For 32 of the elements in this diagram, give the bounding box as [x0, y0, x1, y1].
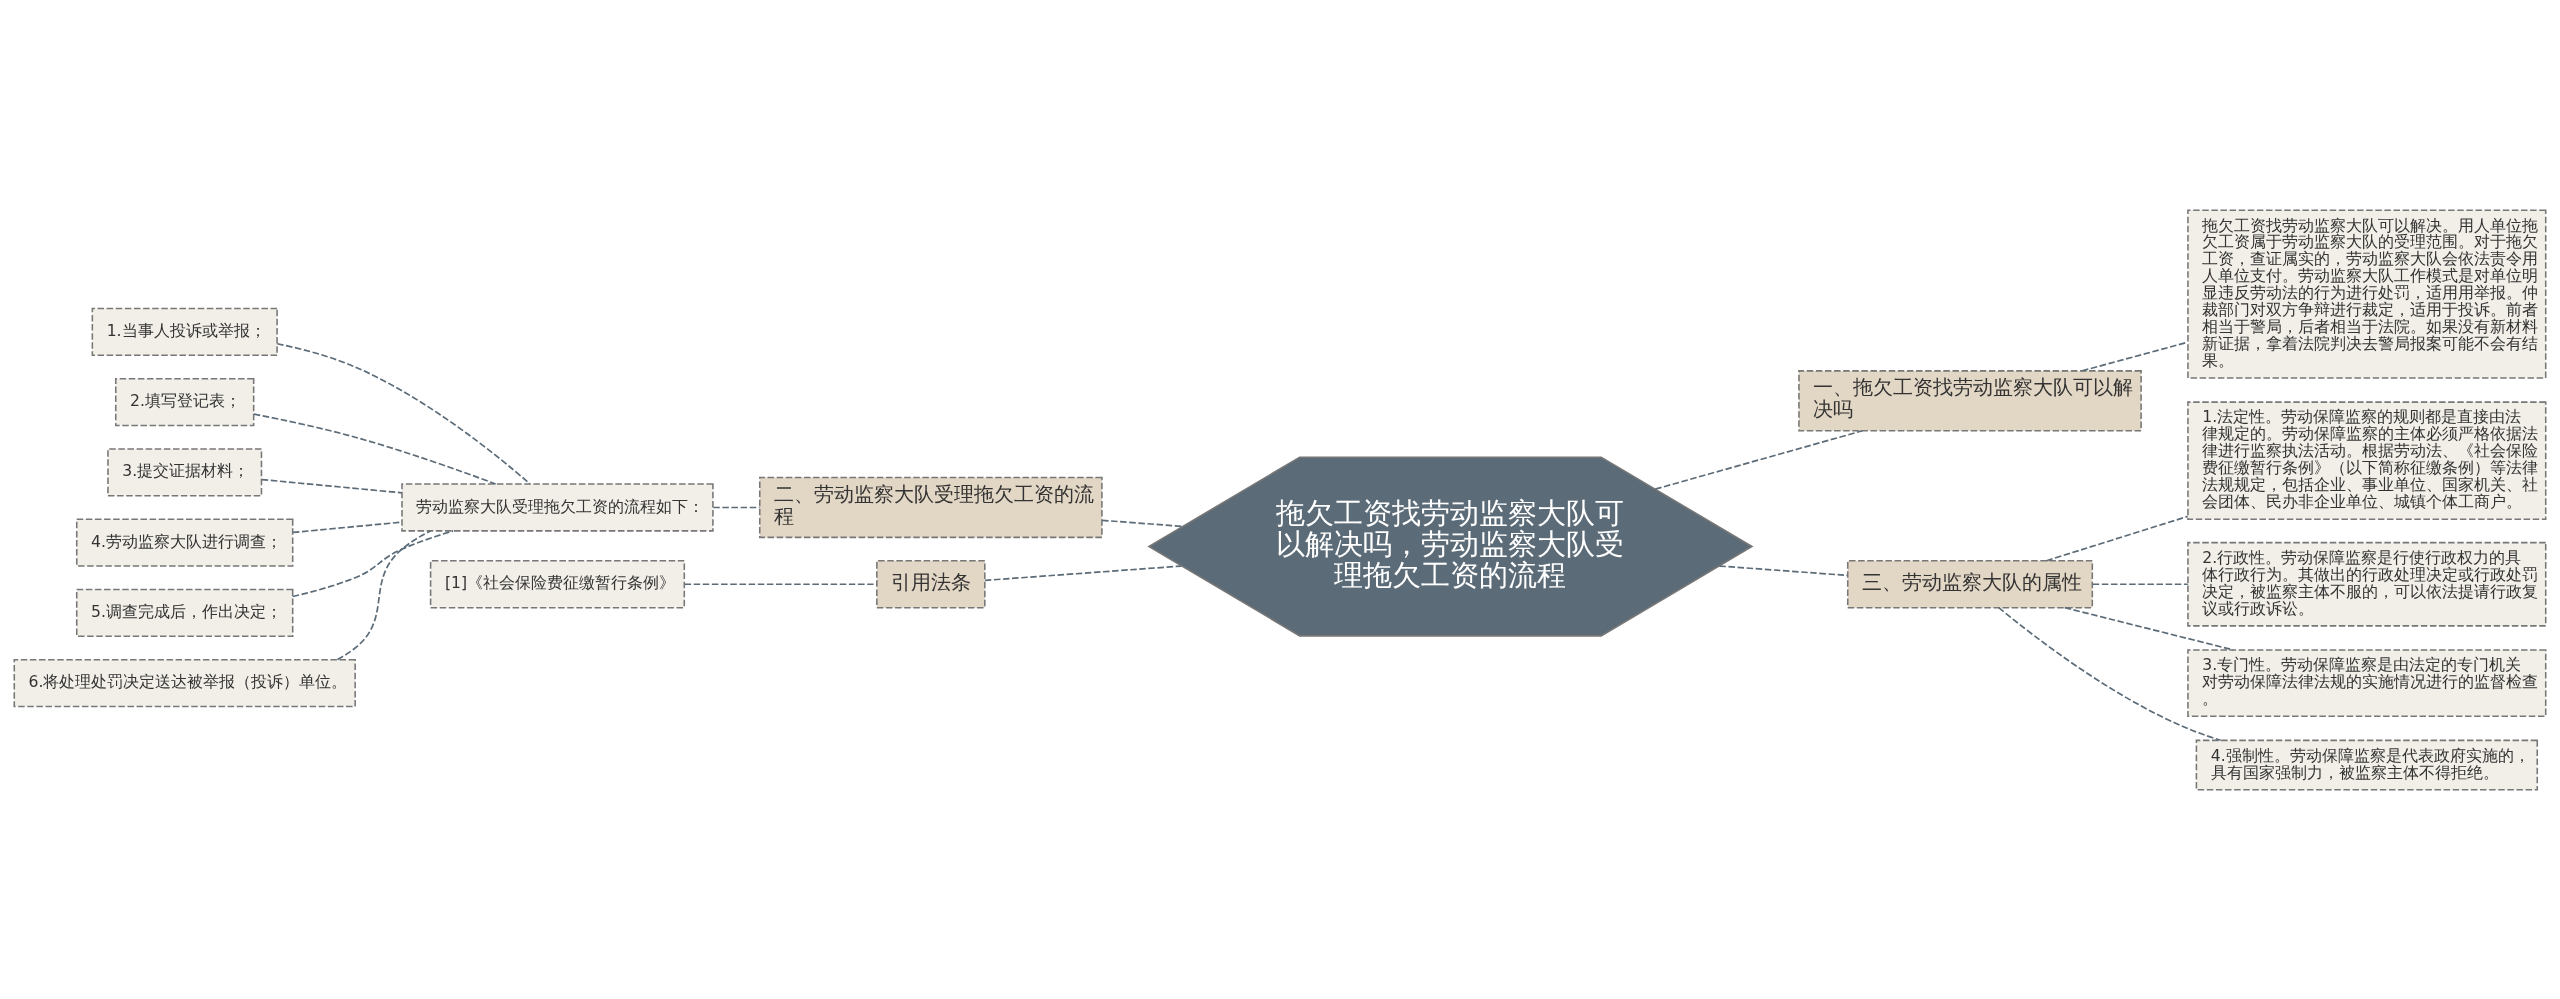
connector	[1654, 429, 1864, 490]
node-box: 三、劳动监察大队的属性	[1846, 559, 2094, 608]
node-box: 拖欠工资找劳动监察大队可以解决。用人单位拖欠工资属于劳动监察大队的受理范围。对于拖欠工资，查证属实的，劳动监察大队会依法责令用人单位支付。劳动监察大队工作模式是对单位明显违反劳动法的行为进行处罚，适用用举报。仲裁部门对双方争辩进行裁定，适用于投诉。前者相当于警局，后者相当于法院。如果没有新材料新证据，拿着法院判决去警局报案可能不会有结果。	[2187, 208, 2547, 379]
connector	[1101, 518, 1184, 527]
connector	[1997, 606, 2222, 741]
connector	[253, 412, 497, 485]
node-box: 4.强制性。劳动保障监察是代表政府实施的，具有国家强制力，被监察主体不得拒绝。	[2195, 739, 2539, 791]
connector	[712, 506, 761, 508]
connector	[2091, 582, 2189, 585]
node-box: 1.当事人投诉或举报；	[91, 307, 278, 356]
connector	[2063, 606, 2235, 651]
connector	[984, 564, 1183, 581]
node-box: 1.法定性。劳动保障监察的规则都是直接由法律规定的。劳动保障监察的主体必须严格依据法律进行监察执法活动。根据劳动法、《社会保险费征缴暂行条例》（以下简称征缴条例）等法律法规规定，包括企业、事业单位、国家机关、社会团体、民办非企业单位、城镇个体工商户。	[2187, 400, 2547, 520]
node-box: 3.专门性。劳动保障监察是由法定的专门机关对劳动保障法律法规的实施情况进行的监督检查。	[2187, 648, 2547, 717]
node-box: 劳动监察大队受理拖欠工资的流程如下：	[401, 482, 714, 532]
connector	[260, 478, 403, 494]
connector	[2045, 515, 2189, 562]
node-box: 引用法条	[876, 559, 986, 608]
node-box: 4.劳动监察大队进行调查；	[75, 517, 294, 567]
connector	[276, 342, 531, 484]
node-box: 2.填写登记表；	[115, 377, 255, 426]
connector	[683, 582, 878, 585]
node-box: 一、拖欠工资找劳动监察大队可以解决吗	[1798, 369, 2142, 431]
connector	[1718, 564, 1849, 576]
connector	[291, 529, 454, 597]
node-box: [1]《社会保险费征缴暂行条例》	[429, 559, 686, 608]
node-box: 2.行政性。劳动保障监察是行使行政权力的具体行政行为。其做出的行政处理决定或行政处罚决定，被监察主体不服的，可以依法提请行政复议或行政诉讼。	[2187, 541, 2547, 627]
connector	[336, 529, 432, 660]
node-box: 6.将处理处罚决定送达被举报（投诉）单位。	[13, 658, 356, 707]
node-box: 3.提交证据材料；	[107, 447, 263, 497]
node-box: 二、劳动监察大队受理拖欠工资的流程	[758, 476, 1103, 538]
node-box: 5.调查完成后，作出决定；	[75, 588, 294, 637]
